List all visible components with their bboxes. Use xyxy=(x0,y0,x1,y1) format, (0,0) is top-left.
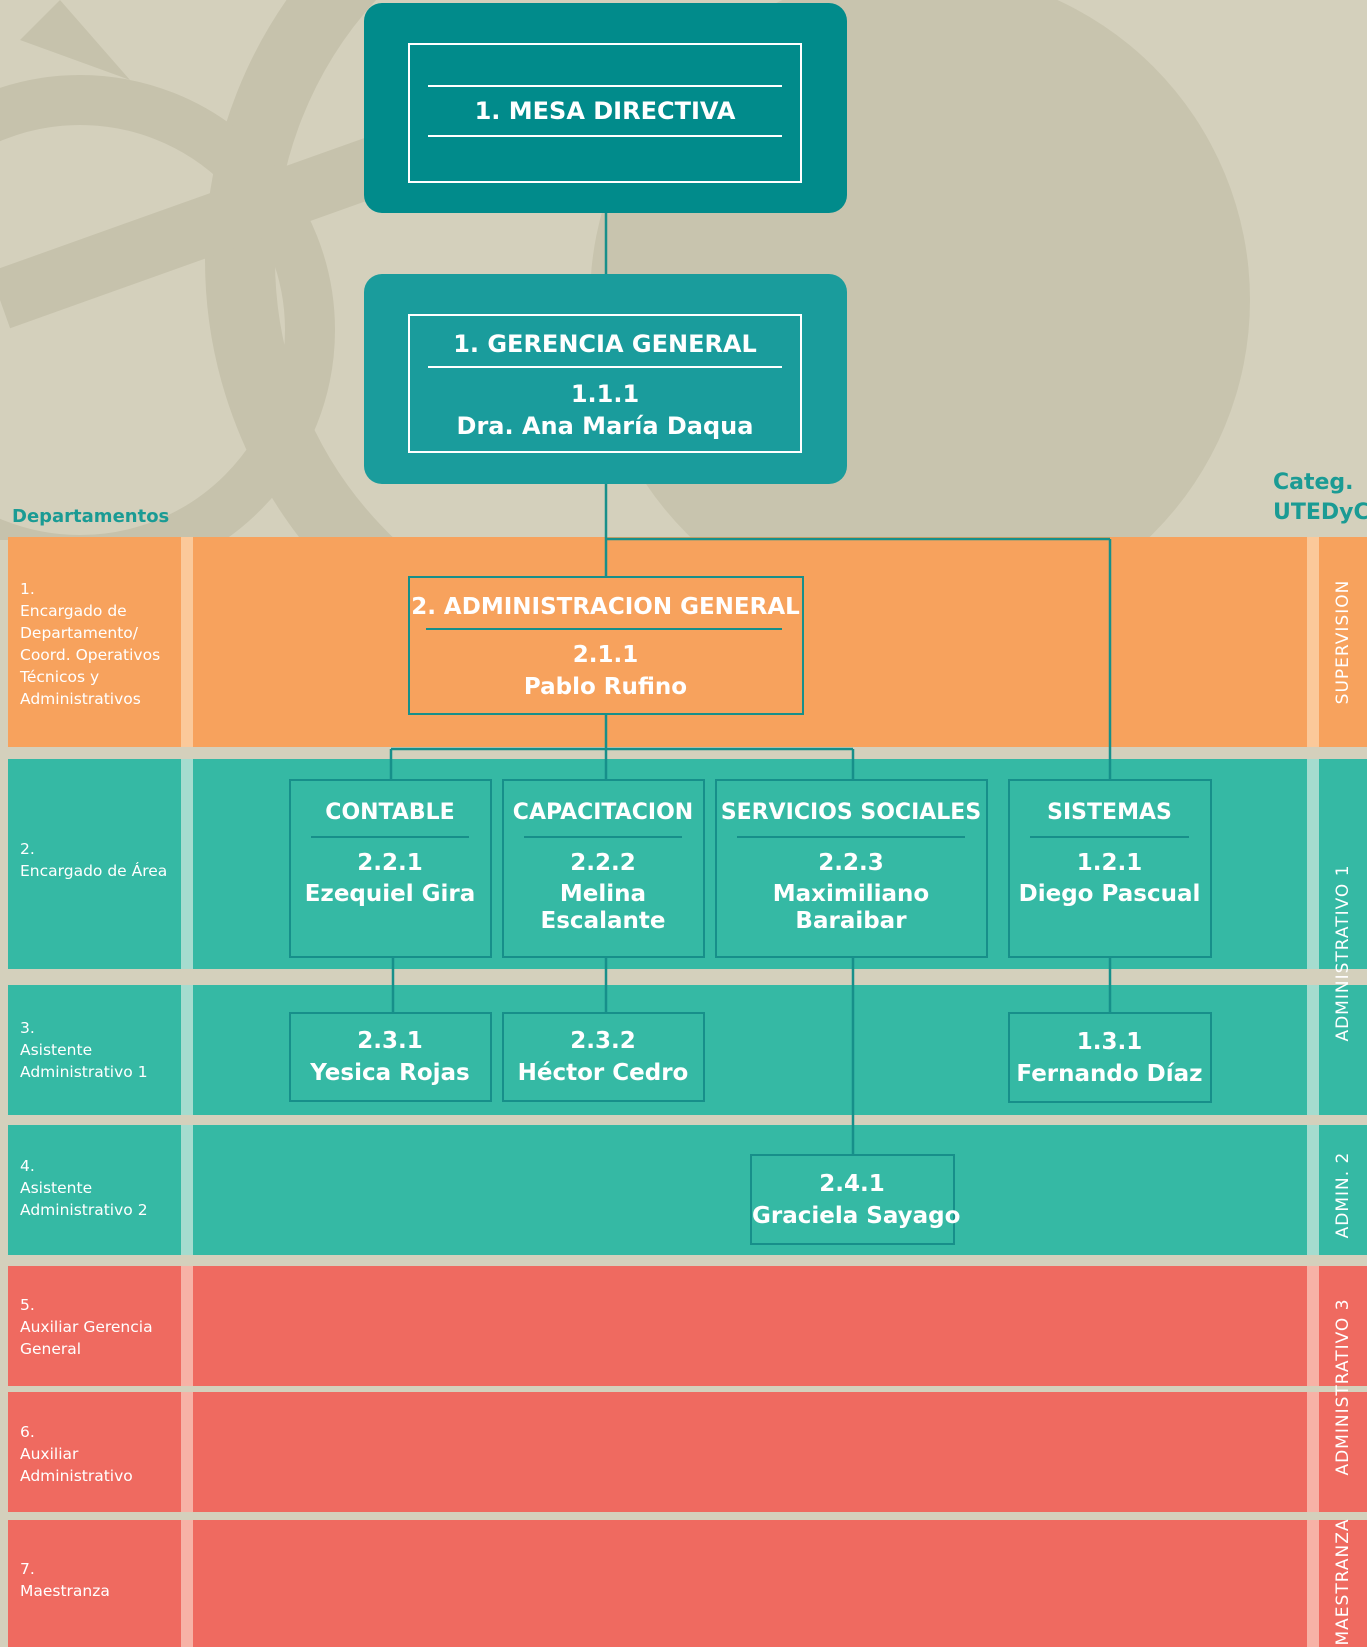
band-6 xyxy=(8,1392,1367,1512)
asistente2-box: 2.4.1 Graciela Sayago xyxy=(750,1154,961,1245)
asistente2-name: Graciela Sayago xyxy=(752,1203,961,1229)
administracion-name: Pablo Rufino xyxy=(523,674,688,700)
area-name: Melina Escalante xyxy=(540,881,666,934)
asistente-code: 2.3.2 xyxy=(570,1028,636,1054)
area-code: 2.2.3 xyxy=(818,850,884,876)
dept-label-5: 5. Auxiliar Gerencia General xyxy=(20,1296,153,1358)
asistente-code: 2.3.1 xyxy=(357,1028,423,1054)
area-name: Maximiliano Baraibar xyxy=(772,881,930,934)
dept-label-6: 6. Auxiliar Administrativo xyxy=(20,1423,133,1485)
asistente1-box: 2.3.1 Yesica Rojas xyxy=(289,1012,492,1102)
area-code: 2.2.2 xyxy=(570,850,636,876)
area-box-contable: CONTABLE 2.2.1 Ezequiel Gira xyxy=(289,779,492,958)
area-title: SISTEMAS xyxy=(1047,800,1172,825)
dept-label-2: 2. Encargado de Área xyxy=(20,840,168,880)
gerencia-code: 1.1.1 xyxy=(570,380,640,408)
categ-line2: UTEDyC xyxy=(1273,500,1367,525)
dept-label-7: 7. Maestranza xyxy=(20,1560,110,1600)
gerencia-title: 1. GERENCIA GENERAL xyxy=(453,330,757,358)
categ-heading: Categ. UTEDyC xyxy=(1273,468,1367,528)
categ-line1: Categ. xyxy=(1273,470,1354,495)
administracion-code: 2.1.1 xyxy=(572,642,639,668)
mesa-directiva-box: 1. MESA DIRECTIVA xyxy=(364,3,847,213)
area-box-sistemas: SISTEMAS 1.2.1 Diego Pascual xyxy=(1008,779,1212,958)
departamentos-heading: Departamentos xyxy=(12,506,170,527)
band-2 xyxy=(8,759,1367,969)
area-box-servicios-sociales: SERVICIOS SOCIALES 2.2.3 Maximiliano Bar… xyxy=(715,779,988,958)
asistente2-code: 2.4.1 xyxy=(819,1171,885,1197)
area-title: CONTABLE xyxy=(325,800,455,825)
dept-label-3: 3. Asistente Administrativo 1 xyxy=(20,1019,148,1081)
area-title: CAPACITACION xyxy=(512,800,694,825)
band-5 xyxy=(8,1266,1367,1386)
gerencia-name: Dra. Ana María Daqua xyxy=(456,412,754,440)
gerencia-general-box: 1. GERENCIA GENERAL 1.1.1 Dra. Ana María… xyxy=(364,274,847,484)
administracion-title: 2. ADMINISTRACION GENERAL xyxy=(411,594,800,620)
area-name: Ezequiel Gira xyxy=(304,881,476,907)
asistente1-box: 1.3.1 Fernando Díaz xyxy=(1008,1012,1212,1103)
area-title: SERVICIOS SOCIALES xyxy=(720,800,982,825)
asistente-name: Fernando Díaz xyxy=(1016,1061,1203,1087)
band-1 xyxy=(8,537,1367,747)
area-name: Diego Pascual xyxy=(1018,881,1201,907)
dept-label-4: 4. Asistente Administrativo 2 xyxy=(20,1157,148,1219)
area-code: 2.2.1 xyxy=(357,850,423,876)
asistente-name: Yesica Rojas xyxy=(310,1060,470,1086)
area-code: 1.2.1 xyxy=(1076,850,1143,876)
asistente-name: Héctor Cedro xyxy=(517,1060,689,1086)
asistente1-box: 2.3.2 Héctor Cedro xyxy=(502,1012,705,1102)
dept-label-1: 1. Encargado de Departamento/ Coord. Ope… xyxy=(20,580,161,708)
area-box-capacitacion: CAPACITACION 2.2.2 Melina Escalante xyxy=(502,779,705,958)
mesa-directiva-title: 1. MESA DIRECTIVA xyxy=(474,97,736,125)
band-3 xyxy=(8,985,1367,1115)
asistente-code: 1.3.1 xyxy=(1076,1029,1143,1055)
band-7 xyxy=(8,1520,1367,1647)
administracion-general-box: 2. ADMINISTRACION GENERAL 2.1.1 Pablo Ru… xyxy=(408,576,804,715)
